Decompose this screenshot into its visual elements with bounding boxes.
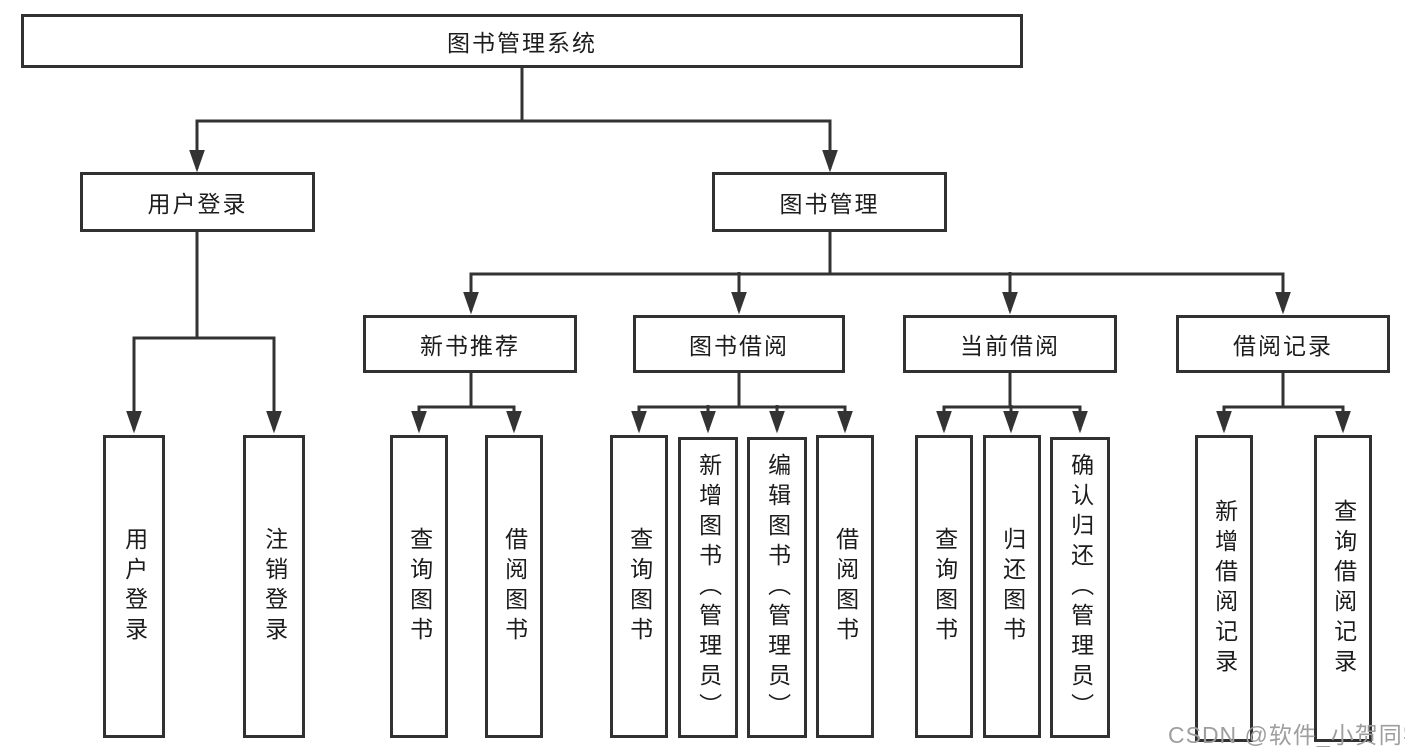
leaf-query-books-1: 查询图书 [390, 435, 448, 738]
leaf-logout: 注销登录 [243, 435, 305, 738]
leaf-label: 新增借阅记录 [1211, 498, 1238, 679]
leaf-query-books-2: 查询图书 [610, 435, 668, 738]
leaf-edit-books-admin: 编辑图书（管理员） [747, 437, 807, 738]
leaf-label: 查询图书 [931, 526, 958, 647]
leaf-label: 新增图书（管理员） [695, 452, 722, 723]
leaf-label: 归还图书 [999, 526, 1026, 647]
leaf-user-login: 用户登录 [103, 435, 165, 738]
leaf-label: 借阅图书 [832, 526, 859, 647]
leaf-confirm-return-admin: 确认归还（管理员） [1050, 437, 1110, 738]
node-borrow-records: 借阅记录 [1176, 315, 1390, 373]
leaf-add-books-admin: 新增图书（管理员） [678, 437, 738, 738]
leaf-label: 编辑图书（管理员） [764, 452, 791, 723]
leaf-label: 用户登录 [121, 526, 148, 647]
leaf-label: 注销登录 [261, 526, 288, 647]
csdn-watermark: CSDN @软件_小贺同学 [1168, 722, 1405, 747]
node-user-login: 用户登录 [80, 172, 315, 232]
leaf-label: 查询借阅记录 [1330, 498, 1357, 679]
leaf-return-books: 归还图书 [983, 435, 1041, 738]
leaf-label: 确认归还（管理员） [1067, 452, 1094, 723]
node-root-system: 图书管理系统 [21, 14, 1023, 68]
leaf-add-borrow-record: 新增借阅记录 [1195, 435, 1253, 742]
leaf-query-books-3: 查询图书 [915, 435, 973, 738]
leaf-borrow-books-2: 借阅图书 [816, 435, 874, 738]
node-new-book-recommend: 新书推荐 [363, 315, 577, 373]
leaf-borrow-books-1: 借阅图书 [485, 435, 543, 738]
node-current-borrow: 当前借阅 [903, 315, 1117, 373]
leaf-label: 借阅图书 [501, 526, 528, 647]
leaf-label: 查询图书 [406, 526, 433, 647]
leaf-label: 查询图书 [626, 526, 653, 647]
node-book-borrow: 图书借阅 [633, 315, 845, 373]
leaf-query-borrow-record: 查询借阅记录 [1314, 435, 1372, 742]
node-book-management: 图书管理 [712, 172, 947, 232]
